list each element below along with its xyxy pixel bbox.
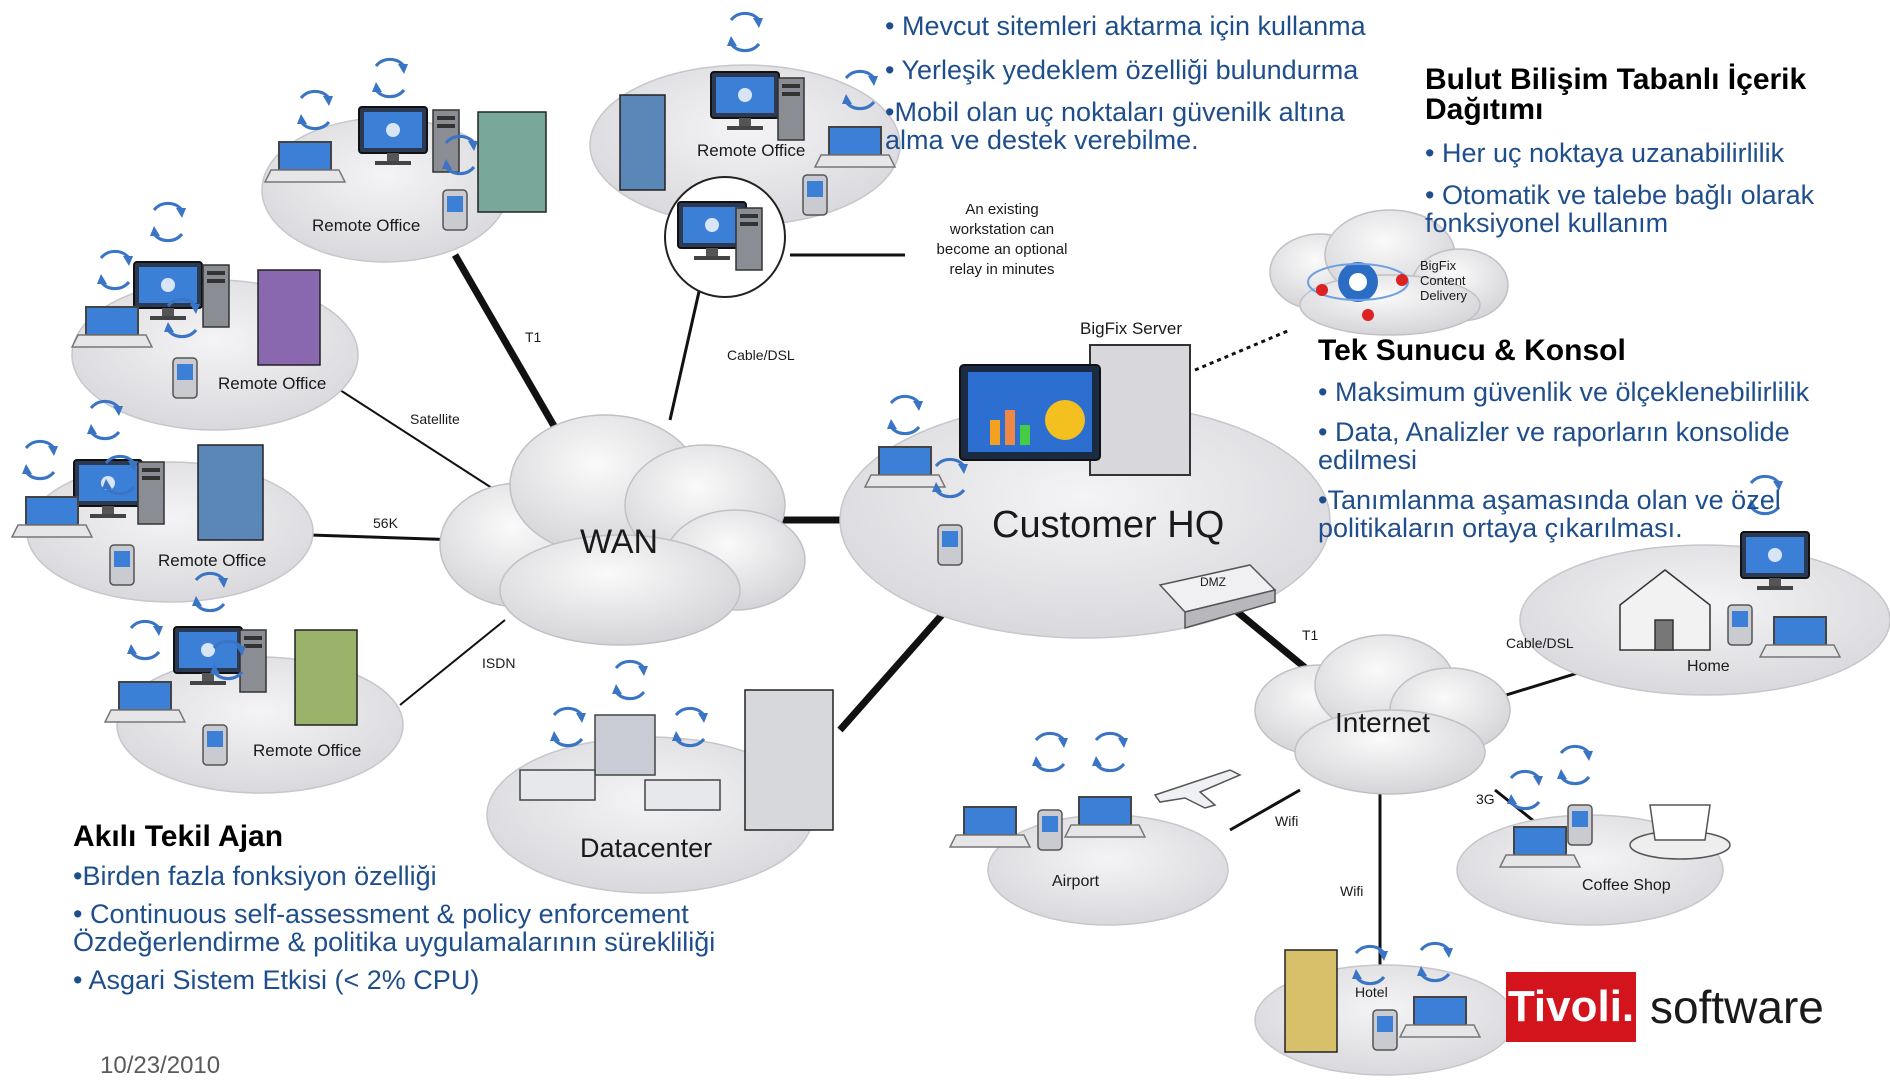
coffee-shop-label: Coffee Shop [1582,877,1671,894]
bigfix-server-label: BigFix Server [1080,319,1182,338]
footer-date: 10/23/2010 [100,1052,221,1079]
dmz-label: DMZ [1200,575,1226,589]
callout-line-2: workstation can [949,221,1054,238]
building-icons [197,94,1338,1053]
server-line-1: • Maksimum güvenlik ve ölçeklenebilirlil… [1318,377,1810,407]
airplane-icon [1153,769,1242,809]
remote-office-label-4: Remote Office [158,551,266,570]
bigfix-atom-icon [1307,262,1409,321]
remote-office-label-5: Remote Office [253,741,361,760]
internet-label: Internet [1335,707,1430,738]
coffee-cup-icon [1629,804,1731,860]
wan-label: WAN [580,523,658,561]
agent-feature-block: Akılı Tekil Ajan •Birden fazla fonksiyon… [73,820,773,995]
callout-line-1: An existing [965,201,1038,218]
customer-hq-label: Customer HQ [992,504,1224,546]
tivoli-brand: Tivoli. [1506,972,1636,1042]
internet-cloud [1254,634,1511,795]
remote-office-label-3: Remote Office [218,374,326,393]
bigfix-cloud-line-2: Content [1420,273,1466,288]
cloud-feature-block: Bulut Bilişim Tabanlı İçerik Dağıtımı • … [1425,63,1880,238]
link-cable-dsl-label-2: Cable/DSL [1506,635,1574,651]
agent-line-2: • Continuous self-assessment & policy en… [73,899,716,957]
top-line-2: • Yerleşik yedeklem özelliği bulundurma [885,55,1359,85]
link-satellite-label: Satellite [410,411,460,427]
cloud-heading: Bulut Bilişim Tabanlı İçerik Dağıtımı [1425,63,1807,126]
remote-office-label-2: Remote Office [697,141,805,160]
server-feature-block: Tek Sunucu & Konsol • Maksimum güvenlik … [1318,334,1883,543]
agent-line-1: •Birden fazla fonksiyon özelliği [73,861,437,891]
top-feature-block: • Mevcut sitemleri aktarma için kullanma… [885,12,1425,154]
datacenter-label: Datacenter [580,833,712,863]
datacenter-devices [519,714,721,811]
server-line-3: •Tanımlanma aşamasında olan ve özel poli… [1318,485,1781,543]
home-icon [1619,569,1711,651]
link-isdn-label: ISDN [482,655,515,671]
bigfix-cloud-line-3: Delivery [1420,288,1467,303]
home-label: Home [1687,658,1730,675]
cloud-line-1: • Her uç noktaya uzanabilirlilik [1425,138,1785,168]
agent-line-3: • Asgari Sistem Etkisi (< 2% CPU) [73,965,480,995]
bigfix-cloud-line-1: BigFix [1420,258,1457,273]
link-wifi-label-1: Wifi [1275,813,1298,829]
cloud-line-2: • Otomatik ve talebe bağlı olarak fonksi… [1425,180,1815,238]
server-line-2: • Data, Analizler ve raporların konsolid… [1318,417,1790,475]
dmz-appliance [1158,564,1277,629]
remote-office-label-1: Remote Office [312,216,420,235]
link-t1-label-2: T1 [1302,627,1319,643]
tivoli-product: software [1650,981,1824,1033]
hotel-label: Hotel [1355,984,1388,1000]
link-56k-label: 56K [373,515,399,531]
top-line-1: • Mevcut sitemleri aktarma için kullanma [885,11,1366,41]
airport-label: Airport [1052,873,1100,890]
wan-cloud [439,414,806,646]
link-t1-label-1: T1 [525,329,542,345]
bigfix-server-icon [959,344,1191,476]
callout-line-4: relay in minutes [949,261,1054,278]
link-wifi-label-2: Wifi [1340,883,1363,899]
tivoli-software-logo: Tivoli. software [1506,972,1856,1042]
link-3g-label: 3G [1476,791,1495,807]
top-line-3: •Mobil olan uç noktaları güvenilk altına… [885,97,1345,155]
link-cable-dsl-label-1: Cable/DSL [727,347,795,363]
server-heading: Tek Sunucu & Konsol [1318,334,1626,367]
callout-line-3: become an optional [937,241,1068,258]
agent-heading: Akılı Tekil Ajan [73,820,284,853]
